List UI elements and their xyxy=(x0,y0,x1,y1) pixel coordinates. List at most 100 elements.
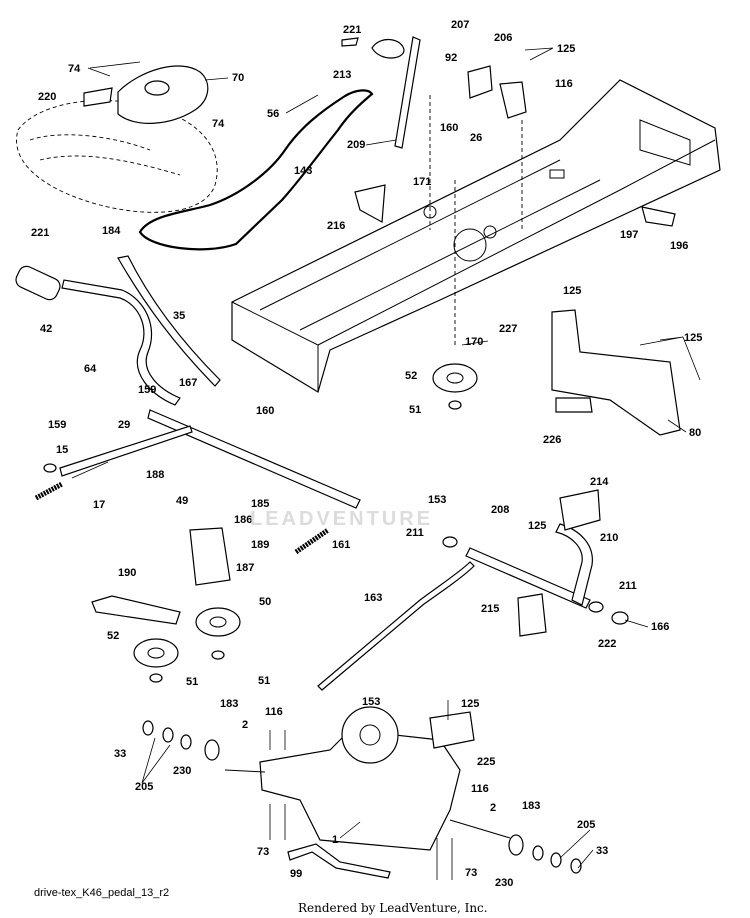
pulley-50 xyxy=(195,607,241,637)
callout-label: 64 xyxy=(84,363,97,375)
bracket-226 xyxy=(555,397,593,413)
callout-label: 17 xyxy=(93,499,105,511)
callout-label: 159 xyxy=(48,419,66,431)
link-29 xyxy=(59,425,193,477)
callout-label: 116 xyxy=(471,783,489,795)
callout-label: 221 xyxy=(31,227,49,239)
callout-label: 213 xyxy=(333,69,351,81)
bracket-197 xyxy=(641,206,676,227)
callout-label: 160 xyxy=(440,122,458,134)
callout-label: 230 xyxy=(173,765,191,777)
washer-15 xyxy=(43,463,57,473)
callout-label: 33 xyxy=(596,845,608,857)
callout-label: 230 xyxy=(495,877,513,889)
pedal-shaft xyxy=(465,547,591,609)
callout-label: 80 xyxy=(689,427,701,439)
transaxle-assembly xyxy=(224,706,511,851)
callout-label: 171 xyxy=(413,176,431,188)
callout-label: 161 xyxy=(332,539,350,551)
chassis-frame xyxy=(231,79,721,393)
callout-label: 159 xyxy=(138,384,156,396)
callout-label: 188 xyxy=(146,469,164,481)
fuel-tank-cover xyxy=(117,65,209,124)
callout-label: 99 xyxy=(290,868,302,880)
callout-label: 35 xyxy=(173,310,185,322)
leader-lines xyxy=(71,47,701,869)
callout-label: 143 xyxy=(294,165,312,177)
callout-label: 116 xyxy=(265,706,283,718)
callout-label: 183 xyxy=(220,698,238,710)
callout-label: 211 xyxy=(406,527,424,539)
callout-label: 70 xyxy=(232,72,244,84)
watermark: LEADVENTURE xyxy=(250,508,434,530)
callout-label: 183 xyxy=(522,800,540,812)
callout-label: 215 xyxy=(481,603,499,615)
bracket-225 xyxy=(429,711,475,749)
hand-grip xyxy=(15,265,61,301)
callout-label: 211 xyxy=(619,580,637,592)
callout-label: 163 xyxy=(364,592,382,604)
callout-label: 205 xyxy=(577,819,595,831)
callout-label: 74 xyxy=(212,118,225,130)
callout-label: 189 xyxy=(251,539,269,551)
callout-label: 56 xyxy=(267,108,279,120)
clip-221 xyxy=(341,37,359,47)
callout-label: 186 xyxy=(234,514,252,526)
callout-label: 125 xyxy=(557,43,575,55)
callout-label: 220 xyxy=(38,91,56,103)
callout-labels: 221 207 206 125 74 70 213 92 116 220 74 … xyxy=(31,19,702,889)
callout-label: 26 xyxy=(470,132,482,144)
axle-washers-left xyxy=(142,720,220,761)
hood-body-shape xyxy=(16,100,218,213)
callout-label: 51 xyxy=(258,675,270,687)
bracket-190 xyxy=(91,595,181,625)
callout-label: 170 xyxy=(465,336,483,348)
callout-label: 214 xyxy=(590,476,609,488)
cover-plate-220 xyxy=(83,87,113,107)
callout-label: 42 xyxy=(40,323,52,335)
credit-label: Rendered by LeadVenture, Inc. xyxy=(298,901,488,915)
callout-label: 208 xyxy=(491,504,509,516)
callout-label: 216 xyxy=(327,220,345,232)
callout-label: 160 xyxy=(256,405,274,417)
callout-label: 185 xyxy=(251,498,269,510)
rod-163 xyxy=(317,561,475,691)
callout-label: 206 xyxy=(494,32,512,44)
callout-label: 210 xyxy=(600,532,618,544)
rod-35 xyxy=(117,255,221,387)
pedal-pad-214 xyxy=(559,489,601,531)
callout-label: 197 xyxy=(620,229,638,241)
callout-label: 125 xyxy=(528,520,546,532)
callout-label: 74 xyxy=(68,63,81,75)
callout-label: 2 xyxy=(490,802,496,814)
callout-label: 227 xyxy=(499,323,517,335)
drive-belt xyxy=(138,89,374,251)
pulley-upper xyxy=(432,363,478,393)
callout-label: 33 xyxy=(114,748,126,760)
shaft-long xyxy=(147,409,361,509)
callout-label: 153 xyxy=(362,696,380,708)
spring-17 xyxy=(34,481,64,501)
callout-label: 190 xyxy=(118,567,136,579)
callout-label: 205 xyxy=(135,781,153,793)
callout-label: 221 xyxy=(343,24,361,36)
bracket-216 xyxy=(354,184,386,223)
callout-label: 52 xyxy=(107,630,119,642)
callout-label: 167 xyxy=(179,377,197,389)
pedal-arm-210 xyxy=(555,523,593,606)
callout-label: 209 xyxy=(347,139,365,151)
nut-51a xyxy=(448,400,462,410)
axle-washers-right xyxy=(508,834,582,874)
callout-label: 2 xyxy=(242,719,248,731)
callout-label: 184 xyxy=(102,225,121,237)
bracket-206 xyxy=(499,81,527,119)
callout-label: 73 xyxy=(257,846,269,858)
callout-label: 222 xyxy=(598,638,616,650)
callout-label: 166 xyxy=(651,621,669,633)
shift-rod xyxy=(394,36,421,149)
callout-label: 226 xyxy=(543,434,561,446)
callout-label: 1 xyxy=(332,834,338,846)
spring-161 xyxy=(294,527,330,555)
callout-label: 125 xyxy=(563,285,581,297)
pedal-215 xyxy=(517,593,547,637)
